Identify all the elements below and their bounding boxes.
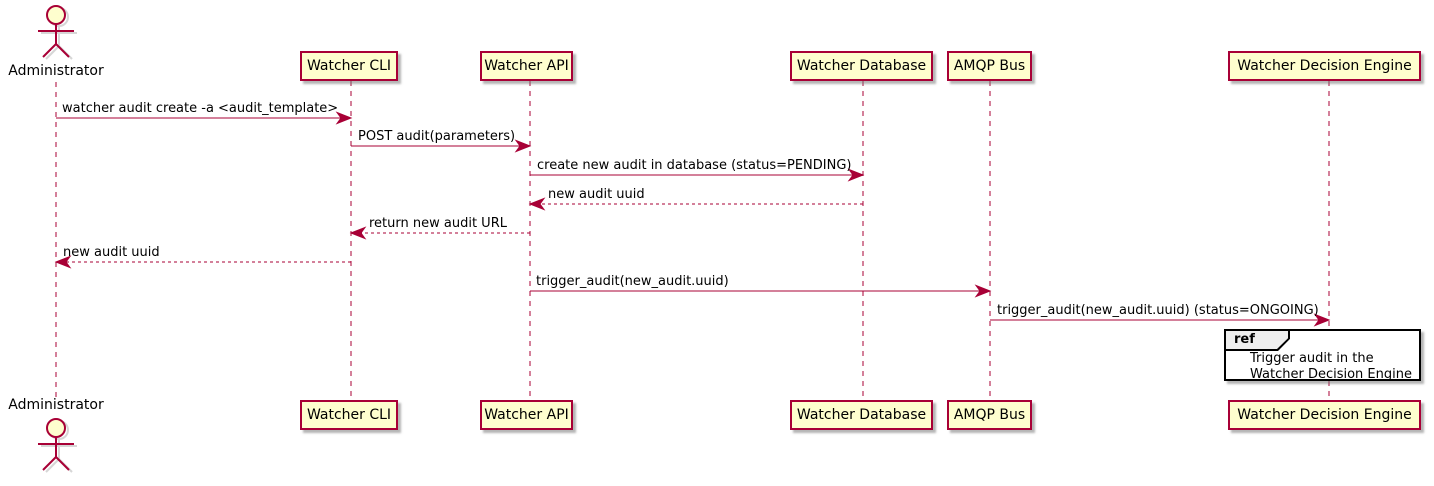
arrowhead-right	[847, 168, 865, 182]
message-label-new-audit-uuid-db: new audit uuid	[548, 187, 645, 202]
participant-amqp-bus-bottom: AMQP Bus	[947, 400, 1032, 430]
participant-watcher-database-top: Watcher Database	[790, 51, 933, 81]
participant-watcher-cli-bottom: Watcher CLI	[300, 400, 398, 430]
participant-watcher-api-bottom: Watcher API	[480, 400, 573, 430]
arrowhead-right	[335, 111, 353, 125]
participant-watcher-database-bottom: Watcher Database	[790, 400, 933, 430]
actor-figure-top	[38, 5, 77, 60]
message-label-new-audit-uuid-cli: new audit uuid	[63, 245, 160, 260]
arrowhead-left	[54, 255, 72, 269]
arrowhead-right	[1313, 313, 1331, 327]
message-label-trigger-audit: trigger_audit(new_audit.uuid)	[536, 274, 729, 289]
actor-figure-bottom	[38, 418, 77, 473]
message-label-return-audit-url: return new audit URL	[369, 216, 507, 231]
participant-amqp-bus-top: AMQP Bus	[947, 51, 1032, 81]
ref-keyword: ref	[1226, 331, 1288, 349]
arrowhead-left	[349, 226, 367, 240]
lifelines	[55, 81, 1330, 400]
participant-watcher-cli-top: Watcher CLI	[300, 51, 398, 81]
arrowhead-right	[974, 284, 992, 298]
ref-body-text: Trigger audit in the Watcher Decision En…	[1226, 351, 1419, 383]
actor-label-administrator-top: Administrator	[8, 63, 104, 79]
ref-fragment: ref Trigger audit in the Watcher Decisio…	[1224, 329, 1421, 383]
participant-watcher-api-top: Watcher API	[480, 51, 573, 81]
message-label-post-audit: POST audit(parameters)	[358, 129, 516, 144]
participant-watcher-decision-engine-bottom: Watcher Decision Engine	[1228, 400, 1421, 430]
ref-tab-shape: ref	[1224, 329, 1290, 351]
arrowhead-left	[528, 197, 546, 211]
message-arrows	[54, 111, 1331, 327]
arrowhead-right	[514, 139, 532, 153]
message-label-trigger-audit-ongoing: trigger_audit(new_audit.uuid) (status=ON…	[997, 303, 1319, 318]
message-label-audit-create: watcher audit create -a <audit_template>	[62, 101, 339, 116]
ref-line-1: Trigger audit in the	[1250, 351, 1374, 366]
message-label-create-audit-db: create new audit in database (status=PEN…	[537, 158, 852, 173]
actor-label-administrator-bottom: Administrator	[8, 397, 104, 413]
participant-watcher-decision-engine-top: Watcher Decision Engine	[1228, 51, 1421, 81]
ref-line-2: Watcher Decision Engine	[1250, 367, 1412, 382]
